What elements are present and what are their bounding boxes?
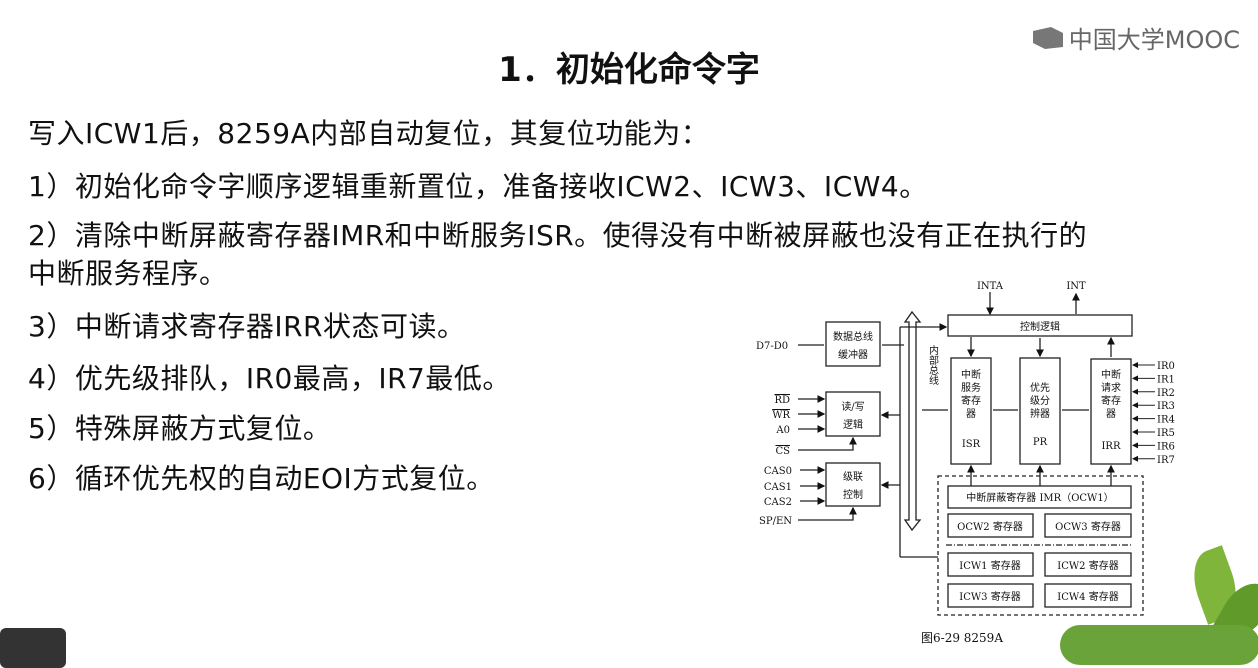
a0-label: A0	[775, 425, 790, 436]
int-label: INT	[1066, 281, 1086, 292]
pr-box	[1019, 357, 1061, 465]
irr-label: 请求	[1101, 381, 1121, 394]
rd-label: RD	[774, 395, 790, 406]
logo-text: 中国大学MOOC	[1068, 26, 1240, 54]
ir-label: IR3	[1157, 401, 1175, 412]
figure-caption: 图6-29 8259A	[921, 631, 1003, 645]
text-line: 2）清除中断屏蔽寄存器IMR和中断服务ISR。使得没有中断被屏蔽也没有正在执行的	[28, 219, 1088, 252]
ir-label: IR5	[1157, 428, 1175, 439]
cas0-label: CAS0	[764, 466, 792, 477]
isr-label: 寄存	[961, 394, 981, 407]
internal-bus-arrow	[903, 310, 922, 532]
data-buffer-label: 数据总线	[833, 330, 873, 343]
ir-label: IR4	[1157, 415, 1175, 426]
rw-logic-label: 逻辑	[843, 418, 863, 431]
cs-label: CS	[775, 446, 790, 457]
data-bus-buffer-box	[825, 321, 881, 367]
icw1-label: ICW1 寄存器	[959, 559, 1020, 572]
rw-logic-label: 读/写	[841, 400, 864, 413]
icw2-label: ICW2 寄存器	[1057, 559, 1118, 572]
isr-box	[950, 357, 992, 465]
text-line: 中断服务程序。	[28, 257, 228, 290]
isr-label: ISR	[962, 439, 981, 450]
mooc-logo-icon	[1032, 26, 1063, 49]
cascade-control-box	[825, 462, 881, 507]
irr-box	[1090, 358, 1132, 465]
play-button[interactable]	[0, 628, 66, 668]
pr-label: PR	[1033, 437, 1048, 448]
pr-label: 级分	[1030, 395, 1050, 407]
cascade-label: 控制	[843, 488, 863, 501]
inta-label: INTA	[977, 281, 1004, 292]
text-line: 6）循环优先权的自动EOI方式复位。	[28, 462, 495, 495]
irr-label: 中断	[1101, 368, 1121, 381]
icw3-label: ICW3 寄存器	[959, 590, 1020, 603]
control-logic-box	[947, 314, 1133, 337]
ocw3-label: OCW3 寄存器	[1055, 520, 1121, 533]
irr-label: 寄存	[1101, 394, 1121, 407]
icw4-label: ICW4 寄存器	[1057, 590, 1118, 603]
text-line: 写入ICW1后，8259A内部自动复位，其复位功能为：	[28, 117, 710, 150]
pr-label: 优先	[1030, 381, 1050, 394]
cas1-label: CAS1	[764, 482, 792, 493]
rw-logic-box	[825, 391, 881, 437]
cascade-label: 级联	[843, 471, 863, 483]
ir-label: IR0	[1157, 361, 1175, 372]
pr-label: 辨器	[1030, 407, 1050, 420]
internal-bus-label: 内部总线	[927, 344, 939, 385]
isr-label: 器	[966, 408, 976, 420]
irr-label: 器	[1106, 408, 1116, 420]
slide-title: 1．初始化命令字	[498, 50, 760, 90]
text-line: 1）初始化命令字顺序逻辑重新置位，准备接收ICW2、ICW3、ICW4。	[28, 170, 928, 203]
mooc-logo: 中国大学MOOC	[1031, 20, 1240, 55]
text-line: 3）中断请求寄存器IRR状态可读。	[28, 310, 466, 343]
isr-label: 服务	[961, 381, 981, 394]
isr-label: 中断	[961, 368, 981, 381]
cas2-label: CAS2	[764, 497, 792, 508]
text-line: 4）优先级排队，IR0最高，IR7最低。	[28, 362, 511, 395]
irr-label: IRR	[1101, 441, 1120, 452]
wr-label: WR	[772, 410, 790, 421]
data-buffer-label: 缓冲器	[838, 348, 868, 361]
sp-en-label: SP/EN	[759, 516, 792, 527]
ir-label: IR7	[1157, 455, 1175, 466]
d7d0-label: D7-D0	[756, 341, 788, 352]
imr-label: 中断屏蔽寄存器 IMR（OCW1）	[966, 491, 1113, 504]
ir-label: IR2	[1157, 388, 1175, 399]
ocw2-label: OCW2 寄存器	[957, 520, 1023, 533]
ir-label: IR1	[1157, 374, 1175, 385]
ir-label: IR6	[1157, 441, 1175, 452]
text-line: 5）特殊屏蔽方式复位。	[28, 412, 332, 445]
control-logic-label: 控制逻辑	[1020, 320, 1060, 333]
